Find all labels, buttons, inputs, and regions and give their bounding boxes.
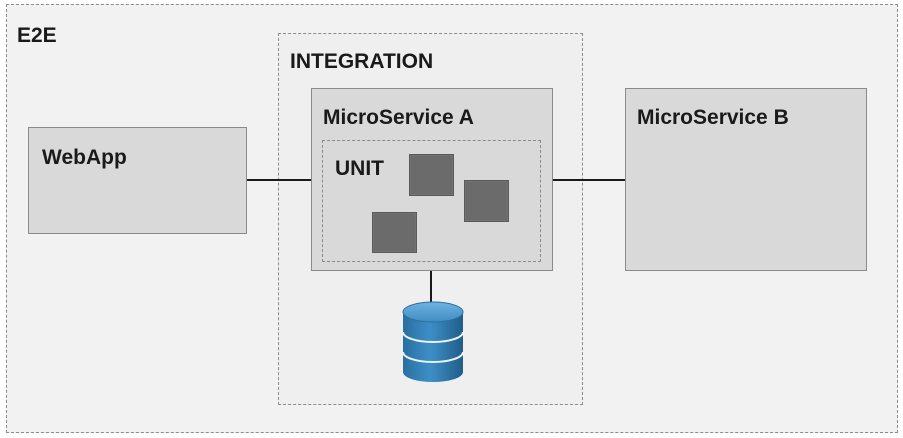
microservice-b-box[interactable]	[625, 88, 867, 271]
unit-region	[322, 140, 541, 262]
connector-microservice-a-to-database	[430, 271, 432, 303]
unit-label: UNIT	[335, 157, 384, 180]
webapp-box[interactable]	[28, 127, 247, 234]
unit-component	[372, 212, 417, 253]
integration-label: INTEGRATION	[290, 50, 434, 73]
unit-component	[464, 180, 509, 222]
unit-component	[409, 154, 454, 196]
microservice-b-label: MicroService B	[637, 106, 789, 129]
microservice-a-label: MicroService A	[323, 106, 474, 129]
database-icon	[400, 300, 466, 384]
webapp-label: WebApp	[42, 146, 127, 169]
e2e-label: E2E	[17, 24, 57, 47]
connector-webapp-to-microservice-a	[247, 179, 311, 181]
connector-microservice-a-to-b	[553, 179, 625, 181]
